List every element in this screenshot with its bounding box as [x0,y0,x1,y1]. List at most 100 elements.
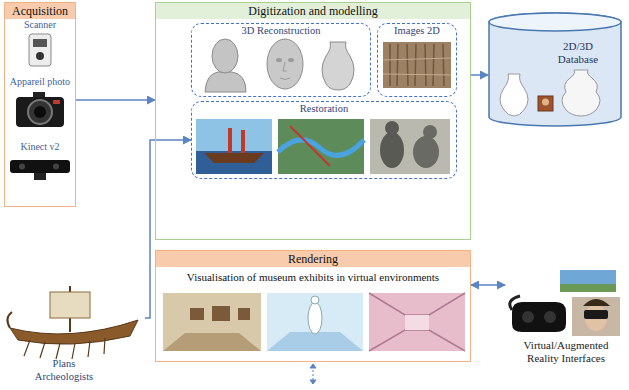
relief-photo [383,42,451,88]
camera-icon [53,100,60,104]
boat-scene [196,119,272,174]
dashed-group: Restoration [191,101,457,179]
vr-panorama [560,270,616,292]
group-heading: Restoration [192,103,456,116]
corridor-view [369,293,465,351]
face-model [267,39,303,89]
corridor-view [369,293,465,351]
ship-plan [24,338,105,359]
scanner-icon [29,34,51,66]
scanner-icon [36,52,44,60]
database-cylinder: 2D/3D Database [488,12,622,128]
corridor-view [405,315,429,330]
vr-panorama [560,284,616,292]
bust-model [205,72,246,92]
figure-caption: Plans Archeologists [24,358,104,383]
acquisition-panel: Acquisition [4,2,76,207]
boat-scene [196,119,272,174]
group-heading: Images 2D [378,25,456,38]
flow-arrow [471,74,488,76]
digitization-panel: Digitization and modelling 3D Reconstruct… [155,2,471,240]
group-heading: 3D Reconstruction [192,25,370,38]
scanner-icon [33,39,47,47]
bust-model [212,39,238,73]
bears-statue [370,119,450,174]
database-shape [489,13,621,31]
bears-statue [380,132,404,168]
gallery-view [163,333,261,351]
device-label: Appareil photo [4,76,76,87]
portrait-icon [538,96,553,111]
map-scene [278,140,364,155]
portrait-icon [542,99,549,106]
dashed-group: 3D Reconstruction [191,23,371,97]
bust-model [205,39,246,92]
flow-arrow [76,99,155,101]
panel-header: Rendering [156,251,470,267]
map-scene [290,126,330,166]
database-shape [489,13,621,126]
vr-user-photo [572,297,620,336]
bears-statue [385,121,399,135]
database-label: 2D/3D Database [546,40,610,66]
vase-model [322,42,354,90]
kinect-icon [34,173,46,180]
ship-plan [7,286,138,359]
boat-scene [196,151,272,174]
kinect-icon [10,160,70,180]
boat-scene [204,153,264,163]
bears-statue [413,136,439,168]
vase-icon [562,70,600,116]
boat-scene [241,130,245,153]
dashed-group: Images 2D [377,23,457,97]
face-model [276,58,282,62]
relief-photo [383,58,451,75]
database-shape [488,12,622,128]
vr-user-photo [584,310,608,319]
gallery-view [163,293,261,351]
rendering-caption: Visualisation of museum exhibits in virt… [156,271,470,284]
flow-arrow [145,140,191,318]
hall-view [267,293,363,351]
camera-icon [34,106,46,118]
ship-plan [50,292,90,318]
face-model [288,58,294,62]
bears-statue [423,125,437,139]
kinect-icon [19,164,25,170]
dashed-arrow [310,364,316,368]
panel-header: Digitization and modelling [156,3,470,19]
device-label: Scanner [4,19,76,30]
vr-user-photo [585,305,607,331]
vr-headset [544,311,556,323]
camera-icon [16,97,64,127]
vr-headset [512,302,566,332]
vr-user-photo [583,299,610,306]
gallery-view [163,293,261,351]
flow-arrow [471,284,505,286]
gallery-view [238,308,250,320]
vr-headset [510,296,520,310]
boat-scene [228,128,232,153]
camera-icon [28,100,52,124]
vr-panorama [560,270,616,292]
figure-caption: Virtual/Augmented Reality Interfaces [510,339,622,365]
gallery-view [190,308,204,320]
gallery-view [212,306,230,321]
relief-photo [383,42,451,88]
relief-photo [390,44,444,86]
device-label: Kinect v2 [4,141,76,152]
corridor-view [369,293,465,351]
hall-view [267,293,363,351]
hall-view [267,332,363,351]
panel-header: Acquisition [5,3,75,19]
kinect-icon [10,160,70,173]
map-scene [278,119,364,174]
face-model [283,62,287,71]
plans-figure: Plans Archeologists [4,280,145,388]
ship-plan [7,312,12,328]
kinect-icon [53,164,59,170]
face-model [267,39,303,89]
camera-icon [16,92,64,127]
face-model [280,78,290,80]
vase-model [322,42,354,90]
